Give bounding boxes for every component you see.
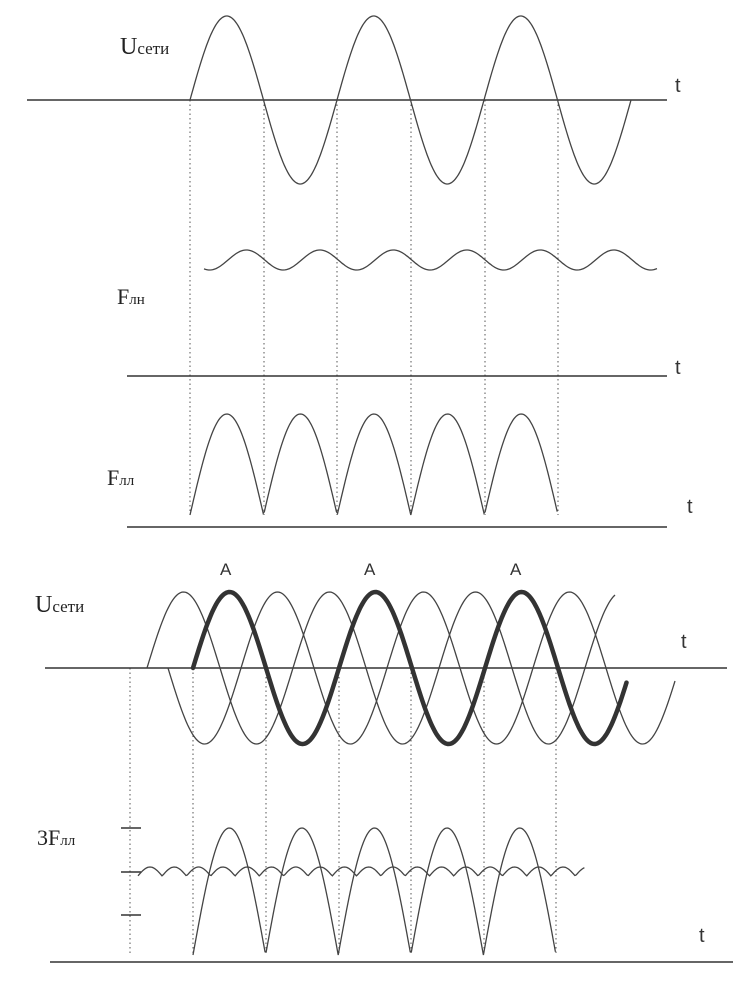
label-f-ll: Fлл [107,465,135,490]
time-axis-label: t [699,925,705,947]
time-axis-label: t [675,75,681,97]
fluorescent-flux-wave [189,413,558,516]
axes [27,99,733,963]
time-axis-label: t [687,496,693,518]
phase-a-wave [190,589,629,747]
guide-lines [129,100,559,955]
label-f-li: Fлн [117,284,145,309]
incandescent-flux-wave [203,249,658,271]
phase-a-label: A [510,560,522,579]
label-u-top: Uсети [120,34,169,60]
label-u-bottom: Uсети [35,592,84,618]
time-axis-label: t [681,631,687,653]
phase-a-label: A [364,560,376,579]
phase-wave [146,591,616,745]
fluorescent-flux-arches [192,827,557,956]
mains-voltage-wave [189,15,632,185]
phase-a-label: A [220,560,232,579]
amplitude-ticks [121,827,141,916]
time-axis-label: t [675,357,681,379]
label-3f-ll: 3Fлл [37,825,76,850]
three-phase-flux-ripple [137,866,585,877]
